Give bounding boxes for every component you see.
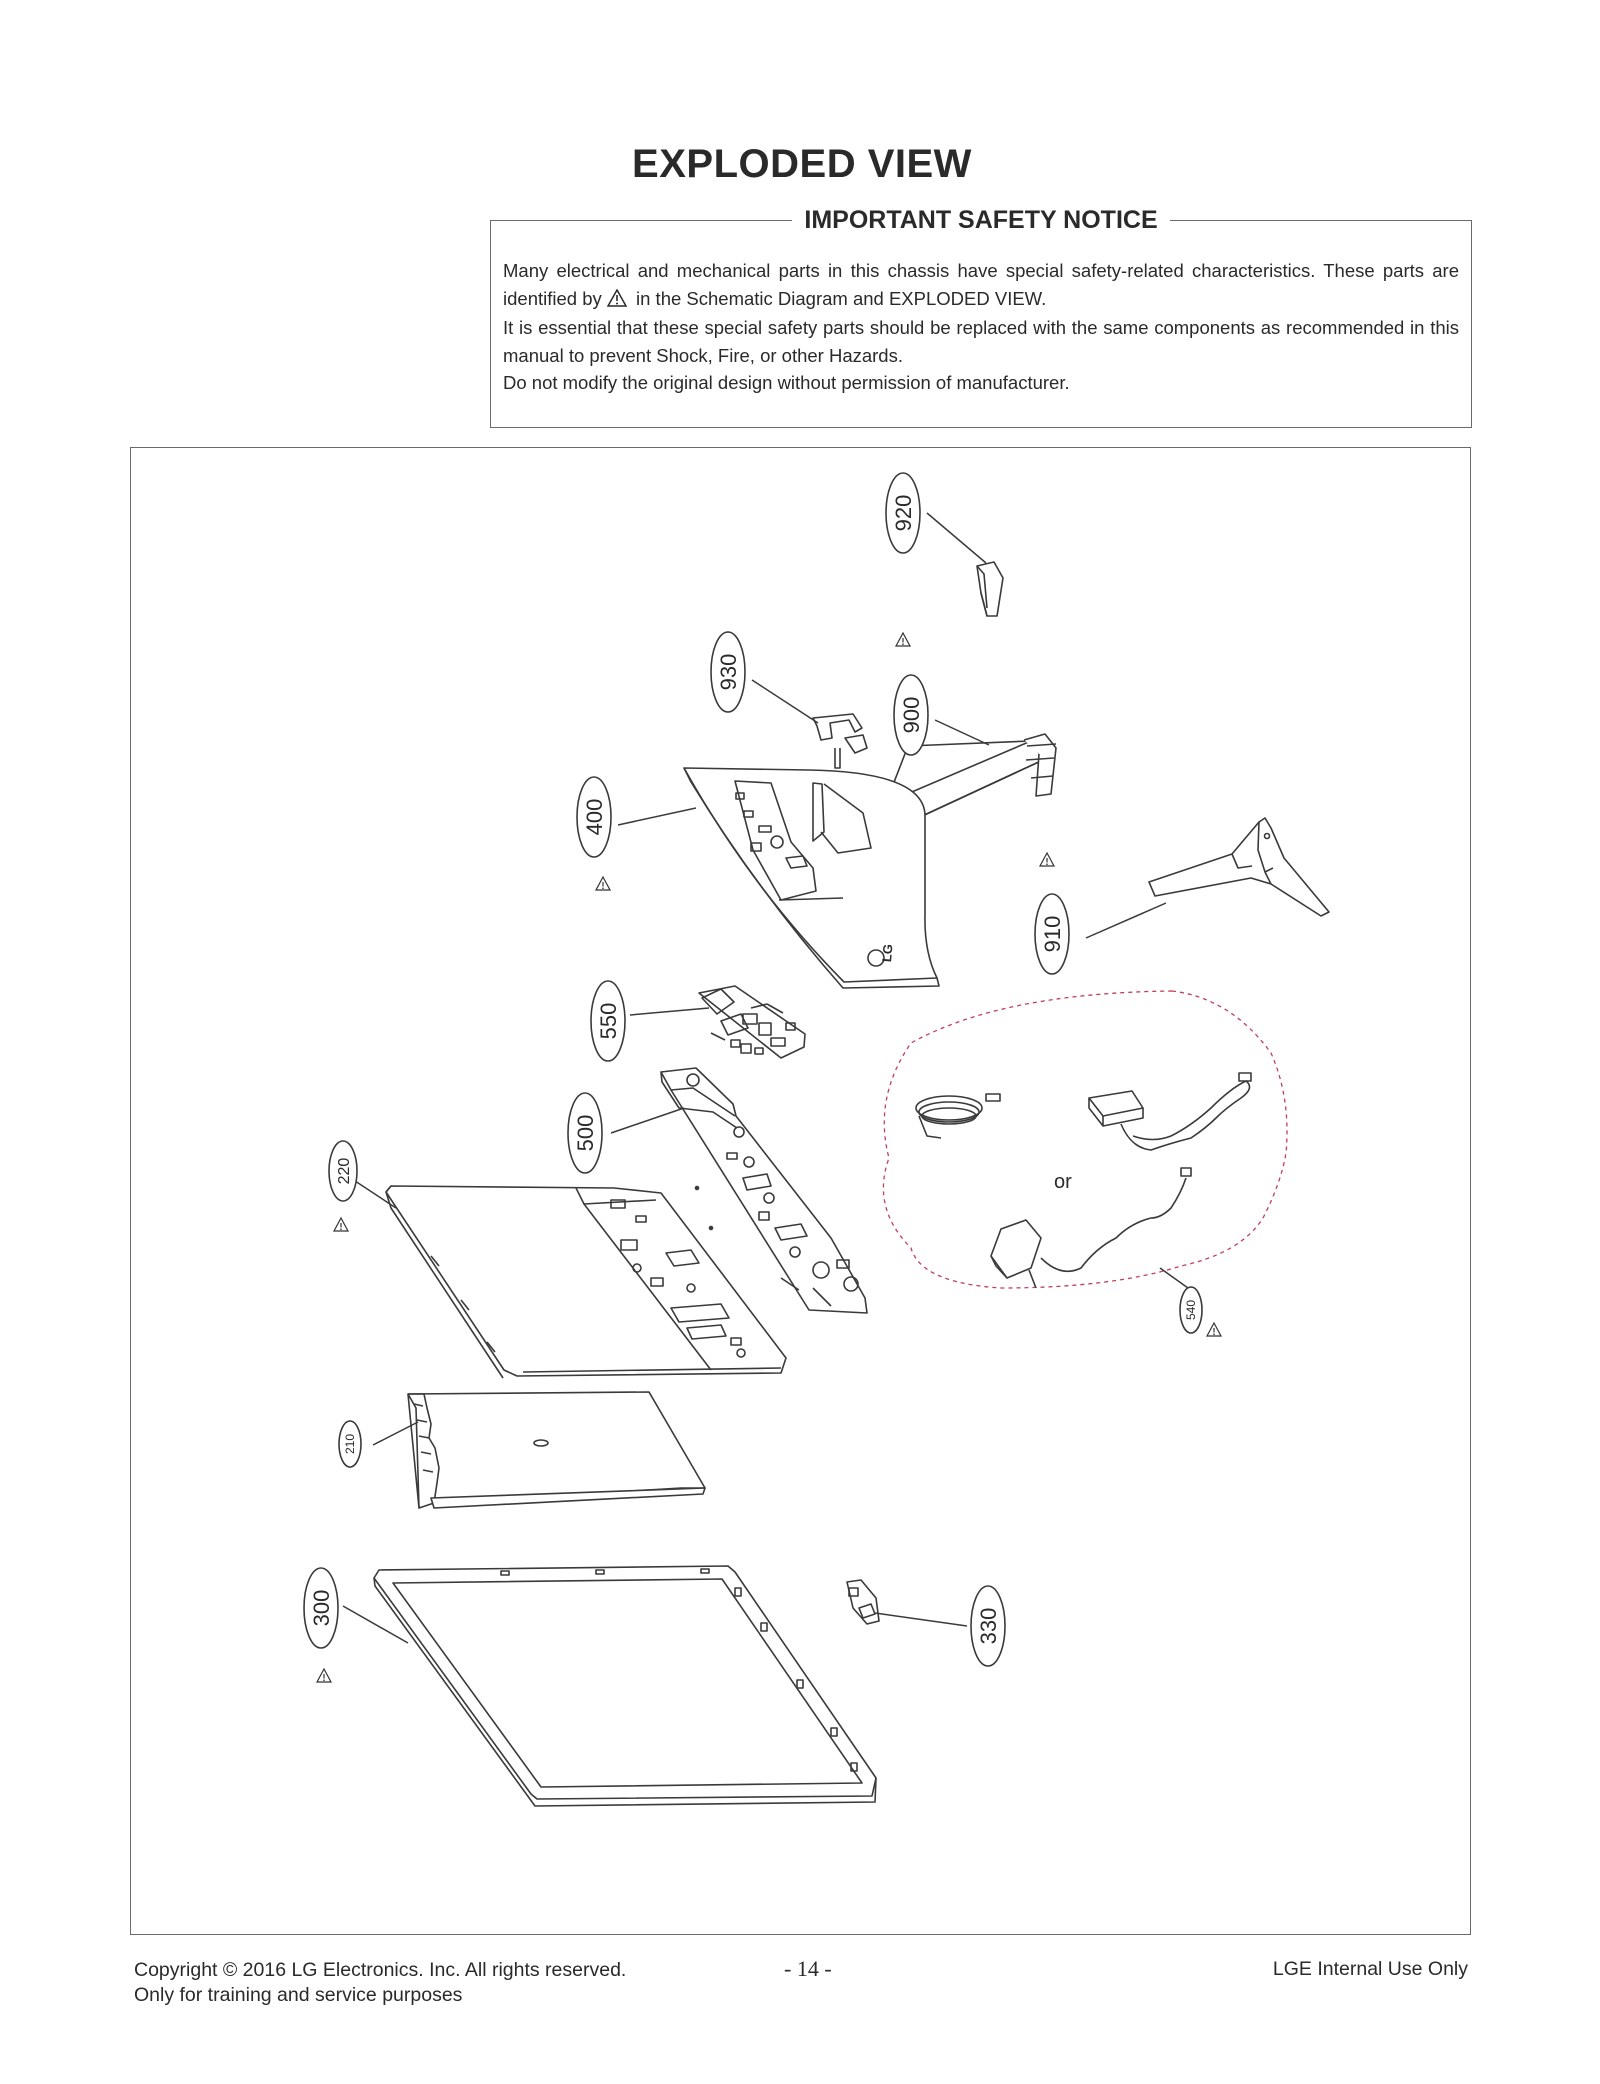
safety-notice-title: IMPORTANT SAFETY NOTICE	[491, 206, 1471, 235]
callout-500-label: 500	[573, 1115, 598, 1152]
callout-300-label: 300	[309, 1590, 334, 1627]
part-300-front-bezel	[373, 1565, 877, 1807]
callout-900-label: 900	[899, 697, 924, 734]
internal-use-label: LGE Internal Use Only	[1272, 1958, 1468, 1980]
safety-notice-text: Many electrical and mechanical parts in …	[503, 257, 1459, 397]
callout-910	[1034, 893, 1070, 975]
callout-540-label: 540	[1184, 1300, 1198, 1320]
callout-930-label: 930	[716, 654, 741, 691]
notice-line-3: Do not modify the original design withou…	[503, 372, 1070, 393]
notice-line-2: It is essential that these special safet…	[503, 317, 1459, 366]
callout-300	[303, 1567, 339, 1649]
warning-triangle-icon	[606, 287, 631, 315]
callout-220	[328, 1140, 358, 1202]
warning-triangle-icon	[595, 876, 611, 891]
part-540-adaptor-group	[882, 990, 1288, 1289]
part-930-hinge-cover	[812, 713, 868, 769]
callout-500	[567, 1092, 603, 1174]
callout-330-label: 330	[976, 1608, 1001, 1645]
callout-220-label: 220	[336, 1158, 353, 1185]
warning-triangle-icon	[1039, 852, 1055, 867]
callout-400	[576, 776, 612, 858]
lg-logo-text: LG	[879, 943, 896, 962]
warning-triangle-icon	[333, 1217, 349, 1232]
page-title: EXPLODED VIEW	[632, 142, 972, 186]
exploded-view-diagram: LG	[130, 447, 1471, 1935]
callout-550	[590, 980, 626, 1062]
part-400-back-cover: LG	[683, 767, 940, 989]
callout-210	[338, 1420, 362, 1468]
part-330-button-board	[846, 1579, 880, 1625]
copyright-text: Copyright © 2016 LG Electronics. Inc. Al…	[134, 1959, 627, 1981]
callout-910-label: 910	[1040, 916, 1065, 953]
warning-triangle-icon	[1206, 1322, 1222, 1337]
callout-920-label: 920	[891, 495, 916, 532]
callout-330	[970, 1585, 1006, 1667]
footer-left: Copyright © 2016 LG Electronics. Inc. Al…	[134, 1958, 626, 2008]
callout-920	[885, 472, 921, 554]
part-500-shield-frame	[660, 1067, 868, 1314]
part-210-backlight	[407, 1391, 706, 1509]
callout-540	[1179, 1286, 1203, 1334]
callout-900	[893, 674, 929, 756]
notice-line-1b: in the Schematic Diagram and EXPLODED VI…	[636, 287, 1047, 309]
warning-triangle-icon	[895, 632, 911, 647]
part-550-main-board	[698, 985, 806, 1059]
callout-930	[710, 631, 746, 713]
page-number: - 14 -	[784, 1956, 832, 1981]
or-label: or	[1054, 1171, 1072, 1193]
part-910-stand-base	[1148, 817, 1330, 917]
notice-line-1a: Many electrical and mechanical parts in …	[503, 260, 1459, 309]
warning-triangle-icon	[316, 1668, 332, 1683]
training-text: Only for training and service purposes	[134, 1984, 463, 2006]
callout-210-label: 210	[343, 1434, 357, 1454]
callout-550-label: 550	[596, 1003, 621, 1040]
part-920-stand-cover	[976, 561, 1004, 617]
callout-400-label: 400	[582, 799, 607, 836]
safety-notice-box: IMPORTANT SAFETY NOTICE Many electrical …	[490, 206, 1472, 428]
part-220-panel	[385, 1185, 787, 1379]
